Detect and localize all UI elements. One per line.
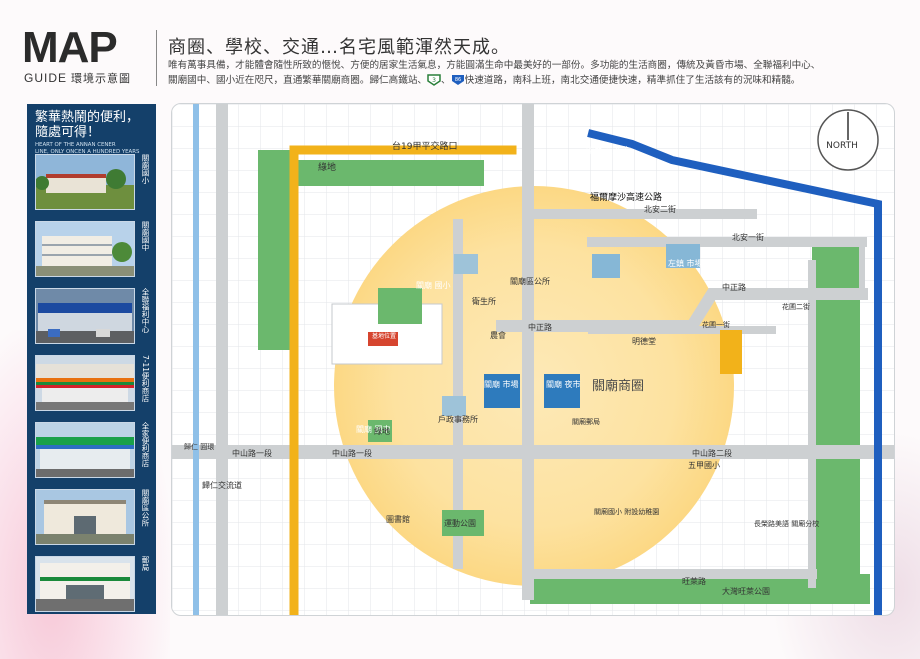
photo-guimiao-middle — [35, 221, 135, 277]
sidebar-title: 繁華熱鬧的便利，隨處可得！ — [35, 110, 140, 140]
label-guiren: 歸仁 圓環 — [184, 442, 214, 451]
photo-district-office — [35, 489, 135, 545]
label-guiren-junction: 歸仁交流道 — [202, 480, 242, 490]
label-wujia: 五甲國小 — [688, 461, 720, 470]
headline: 商圈、學校、交通…名宅風範渾然天成。 — [168, 37, 510, 58]
roads — [172, 104, 894, 615]
label-freeway-3: 福爾摩沙高速公路 — [590, 191, 662, 203]
label-greenspace: 綠地 — [374, 426, 390, 436]
photo-label-7: 郵局 — [141, 556, 150, 571]
label-dawan: 大灣旺萊公園 — [722, 586, 770, 596]
label-primary: 關廟 國小 — [416, 280, 451, 290]
label-district: 關廟區公所 — [510, 276, 550, 286]
site-marker — [368, 332, 398, 346]
label-huapu-1: 花圃一街 — [702, 320, 730, 329]
header-divider — [156, 30, 157, 86]
label-greenbelt-top: 綠地 — [318, 161, 336, 173]
photo-familymart — [35, 422, 135, 478]
label-shopping: 關廟商圈 — [592, 378, 644, 394]
photo-label-5: 全家便利商店 — [141, 422, 150, 467]
label-mingde: 明德堂 — [632, 336, 656, 346]
night-market-block — [544, 374, 580, 408]
photo-guimiao-primary — [35, 154, 135, 210]
greenbelt-top — [294, 160, 484, 186]
label-compass: NORTH — [826, 141, 858, 151]
photo-label-3: 全聯福利中心 — [141, 288, 150, 333]
label-farm: 農會 — [490, 330, 506, 340]
label-market: 關廟 市場 — [484, 379, 519, 389]
label-wangye: 旺萊路 — [682, 576, 706, 586]
route-86-shield-icon: 86 — [451, 75, 464, 85]
label-zhongshan-2: 中山路一段 — [332, 448, 372, 458]
label-sports-park: 運動公園 — [444, 519, 476, 528]
photo-pxmart — [35, 288, 135, 344]
svg-text:86: 86 — [454, 77, 460, 83]
label-junction-top: 台19甲平交路口 — [392, 140, 457, 152]
svg-text:3: 3 — [432, 77, 436, 84]
label-north-an-1: 北安一街 — [732, 232, 764, 242]
label-site: 基地位置 — [372, 332, 396, 340]
label-kinder: 關廟國小 附設幼稚園 — [594, 507, 659, 516]
label-zhongshan: 中山路一段 — [232, 448, 272, 458]
map-panel[interactable]: 台19甲平交路口 關廟 交流道 NORTH 綠地 福爾摩沙高速公路 北安二街 北… — [171, 103, 895, 616]
label-huapu-2: 花圃二街 — [782, 302, 810, 311]
map-canvas[interactable]: 台19甲平交路口 關廟 交流道 NORTH 綠地 福爾摩沙高速公路 北安二街 北… — [172, 104, 894, 615]
photo-label-4: 7-11便利商店 — [141, 355, 150, 403]
label-night-market: 關廟 夜市 — [546, 379, 581, 389]
buildings — [331, 244, 742, 536]
market-block — [484, 374, 520, 408]
compass-icon — [817, 109, 879, 171]
label-middle: 關廟 國中 — [356, 424, 391, 434]
photo-label-6: 關廟區公所 — [141, 489, 150, 527]
label-health: 衛生所 — [472, 296, 496, 306]
route-3-shield-icon: 3 — [427, 74, 441, 86]
description: 唯有萬事具備，才能體會隨性所致的愜悅、方便的居家生活氣息，方能圓滿生命中最美好的… — [168, 58, 888, 88]
label-zhongzheng-2: 中正路 — [722, 282, 746, 292]
label-interchange: 關廟 交流道 — [586, 145, 629, 155]
label-zhongzheng: 中正路 — [528, 322, 552, 332]
map-title: MAP — [22, 23, 118, 72]
photo-post-office — [35, 556, 135, 612]
label-library: 圖書館 — [386, 514, 410, 524]
photo-7eleven — [35, 355, 135, 411]
photo-label-2: 關廟國中 — [141, 221, 150, 251]
label-household: 戶政事務所 — [438, 414, 478, 424]
label-north-an-2: 北安二街 — [644, 204, 676, 214]
label-zuozhen: 左鎮 市場 — [668, 258, 703, 268]
photo-label-1: 關廟國小 — [141, 154, 150, 184]
label-post: 關廟郵局 — [572, 417, 600, 426]
greenbelt-left — [258, 150, 292, 350]
description-line-1: 唯有萬事具備，才能體會隨性所致的愜悅、方便的居家生活氣息，方能圓滿生命中最美好的… — [168, 60, 821, 71]
label-zhongshan-3: 中山路二段 — [692, 448, 732, 458]
label-changrong: 長榮路美語 關廟分校 — [754, 519, 819, 528]
